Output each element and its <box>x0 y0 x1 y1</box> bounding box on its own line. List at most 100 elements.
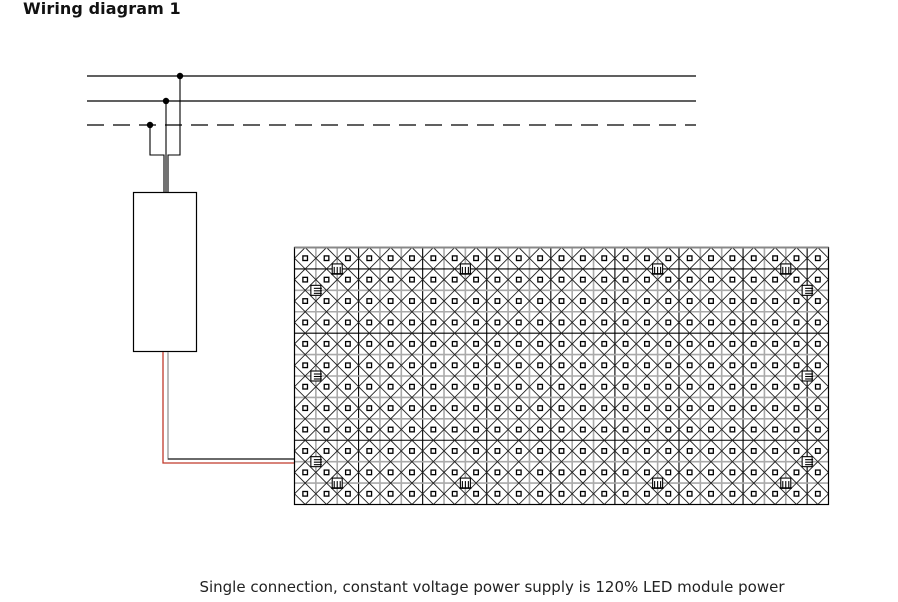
led-dot <box>750 276 757 283</box>
led-dot <box>665 469 672 476</box>
led-dot <box>409 298 415 304</box>
led-dot <box>643 469 650 476</box>
led-dot <box>750 469 757 476</box>
led-dot <box>793 490 800 497</box>
led-dot <box>366 383 373 390</box>
led-dot <box>473 490 480 497</box>
led-dot <box>643 255 650 262</box>
led-dot <box>323 383 330 390</box>
led-dot <box>409 448 415 454</box>
led-dot <box>708 276 714 283</box>
led-dot <box>451 490 458 497</box>
led-dot <box>366 362 373 369</box>
led-dot <box>302 490 309 497</box>
led-dot <box>665 383 672 390</box>
led-dot <box>558 319 565 326</box>
led-dot <box>814 383 821 390</box>
wire-positive <box>162 352 307 464</box>
led-dot <box>323 319 330 326</box>
led-dot <box>430 448 437 454</box>
led-dot <box>537 255 544 262</box>
led-dot <box>366 469 373 476</box>
led-dot <box>387 469 394 476</box>
led-dot <box>708 340 714 347</box>
led-dot <box>494 298 501 304</box>
led-dot <box>409 490 415 497</box>
led-dot <box>708 448 714 454</box>
led-dot <box>473 383 480 390</box>
led-dot <box>579 340 586 347</box>
led-dot <box>344 448 351 454</box>
wire-negative <box>167 352 307 460</box>
led-dot <box>814 426 821 433</box>
led-dot <box>601 490 608 497</box>
led-dot <box>515 405 522 412</box>
led-dot <box>344 319 351 326</box>
led-dot <box>323 340 330 347</box>
led-dot <box>473 319 480 326</box>
led-dot <box>665 426 672 433</box>
led-dot <box>793 319 800 326</box>
led-dot <box>387 298 394 304</box>
led-dot <box>772 426 779 433</box>
led-dot <box>515 319 522 326</box>
led-dot <box>409 255 415 262</box>
led-dot <box>750 319 757 326</box>
led-dot <box>579 276 586 283</box>
led-dot <box>643 448 650 454</box>
led-dot <box>750 383 757 390</box>
led-dot <box>366 319 373 326</box>
led-dot <box>665 448 672 454</box>
led-dot <box>729 490 736 497</box>
led-dot <box>537 405 544 412</box>
led-dot <box>344 405 351 412</box>
led-dot <box>686 319 693 326</box>
led-dot <box>643 405 650 412</box>
led-dot <box>430 276 437 283</box>
led-dot <box>686 340 693 347</box>
led-dot <box>750 340 757 347</box>
led-dot <box>708 255 714 262</box>
led-dot <box>451 383 458 390</box>
led-dot <box>750 448 757 454</box>
led-dot <box>323 255 330 262</box>
led-dot <box>473 255 480 262</box>
led-dot <box>579 490 586 497</box>
led-dot <box>366 340 373 347</box>
led-dot <box>643 490 650 497</box>
led-dot <box>451 319 458 326</box>
led-dot <box>708 383 714 390</box>
led-dot <box>665 340 672 347</box>
led-dot <box>772 319 779 326</box>
led-dot <box>451 405 458 412</box>
led-dot <box>793 362 800 369</box>
led-dot <box>494 490 501 497</box>
led-dot <box>515 255 522 262</box>
led-dot <box>344 276 351 283</box>
led-dot <box>814 340 821 347</box>
led-dot <box>366 426 373 433</box>
led-dot <box>665 490 672 497</box>
led-dot <box>344 255 351 262</box>
led-dot <box>430 426 437 433</box>
led-dot <box>750 426 757 433</box>
led-dot <box>686 276 693 283</box>
power-supply-box <box>132 191 198 353</box>
led-dot <box>601 383 608 390</box>
led-dot <box>366 298 373 304</box>
led-dot <box>793 383 800 390</box>
led-dot <box>665 362 672 369</box>
led-dot <box>387 405 394 412</box>
led-dot <box>558 298 565 304</box>
led-dot <box>622 383 629 390</box>
led-dot <box>515 340 522 347</box>
led-dot <box>473 448 480 454</box>
led-dot <box>323 276 330 283</box>
led-dot <box>409 469 415 476</box>
led-dot <box>537 383 544 390</box>
led-dot <box>537 490 544 497</box>
led-dot <box>622 362 629 369</box>
led-dot <box>430 469 437 476</box>
led-dot <box>515 469 522 476</box>
diagram-title: Wiring diagram 1 <box>23 0 181 18</box>
